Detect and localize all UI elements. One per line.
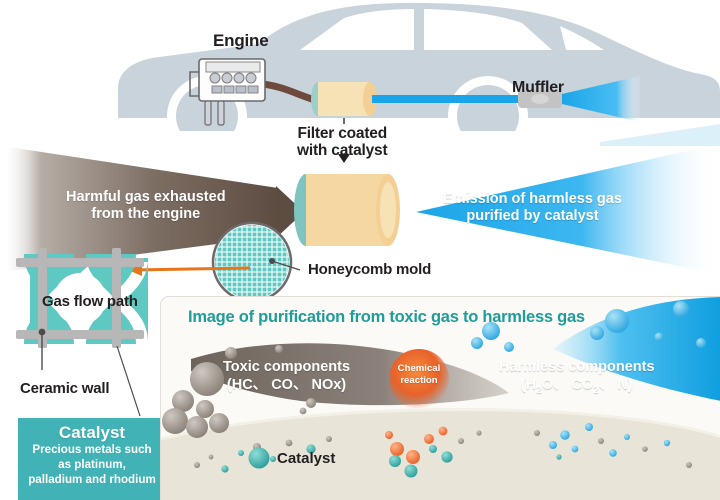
harmless-components-label: Harmless components (H2O、 CO2、 N) — [499, 359, 655, 397]
harmful-gas-arrowhead — [276, 186, 304, 238]
harmful-gas-caption: Harmful gas exhausted from the engine — [66, 189, 226, 224]
purification-svg — [161, 297, 720, 500]
catalyst-box-sub-2: as platinum, — [58, 458, 126, 472]
exhaust-pipe-dirty — [258, 80, 316, 103]
catalyst-legend-sphere — [248, 447, 270, 469]
catalyst-box-title: Catalyst — [58, 423, 126, 442]
chemical-reaction-circle — [389, 349, 449, 409]
panel-title: Image of purification from toxic gas to … — [188, 308, 585, 326]
tailpipe-jet — [562, 76, 640, 122]
reaction-line1: Chemical — [397, 363, 441, 374]
harmful-caption-line2: from the engine — [91, 206, 201, 223]
catalytic-converter-mid — [294, 174, 400, 246]
gas-flow-svg — [2, 144, 718, 303]
harmless-zone-band — [553, 297, 720, 401]
catalyst-leader-line — [116, 345, 141, 417]
catalyst-box-sub-3: palladium and rhodium — [28, 472, 156, 486]
catalyst-surface — [161, 409, 720, 500]
harmless-gas-fan — [416, 144, 718, 274]
car-windows — [300, 9, 604, 50]
gas-flow-hole — [54, 273, 106, 325]
converter-marker-triangle — [338, 154, 350, 163]
toxic-label-line2: (HC、 CO、 NOx) — [226, 376, 347, 393]
ceramic-wall-label: Ceramic wall — [20, 380, 110, 397]
muffler-label: Muffler — [512, 79, 564, 96]
filter-label-line2: with catalyst — [297, 141, 388, 159]
ceramic-wall-leader — [38, 328, 46, 370]
toxic-molecules — [162, 345, 316, 438]
harmless-label-line2: (H2O、 CO2、 N) — [520, 376, 633, 396]
filter-label-line1: Filter coated — [297, 125, 387, 142]
toxic-components-label: Toxic components (HC、 CO、 NOx) — [223, 359, 350, 394]
harmless-caption-line1: Emission of harmless gas — [443, 191, 622, 207]
harmless-caption-line2: purified by catalyst — [466, 208, 599, 225]
toxic-label-line1: Toxic components — [223, 359, 351, 375]
gas-flow-path-label: Gas flow path — [42, 293, 138, 310]
harmful-gas-funnel — [2, 146, 278, 272]
engine-label: Engine — [213, 31, 269, 50]
catalyst-legend-label: Catalyst — [277, 450, 336, 467]
catalyst-box-sub-1: Precious metals such — [32, 443, 152, 457]
purification-panel: Image of purification from toxic gas to … — [160, 296, 720, 500]
honeycomb-mold-label: Honeycomb mold — [308, 261, 432, 278]
filter-label: Filter coated with catalyst — [297, 125, 388, 159]
ceramic-cell-diagram — [16, 248, 148, 417]
car-svg — [0, 2, 720, 146]
engine-block — [189, 58, 266, 126]
gas-flow-band — [0, 140, 720, 320]
car-illustration-band: Engine Muffler — [0, 0, 720, 146]
catalyst-callout-box: Catalyst Precious metals such as platinu… — [18, 418, 166, 500]
reaction-line2: reaction — [400, 374, 438, 386]
harmless-molecules — [471, 301, 706, 352]
ceramic-wall-bars — [16, 248, 144, 348]
muffler-shape — [518, 90, 562, 108]
exhaust-pipe-clean — [372, 95, 518, 103]
catalyst-surface-highlight — [161, 407, 720, 441]
harmful-caption-line1: Harmful gas exhausted — [66, 189, 226, 205]
surface-particles — [194, 423, 692, 478]
chemical-reaction-label: Chemical reaction — [389, 363, 449, 386]
harmless-gas-caption: Emission of harmless gas purified by cat… — [443, 191, 622, 226]
harmless-label-line1: Harmless components — [499, 359, 655, 375]
catalytic-converter-top — [311, 82, 377, 116]
honeycomb-magnifier — [211, 221, 301, 303]
jet-secondary — [600, 124, 720, 146]
